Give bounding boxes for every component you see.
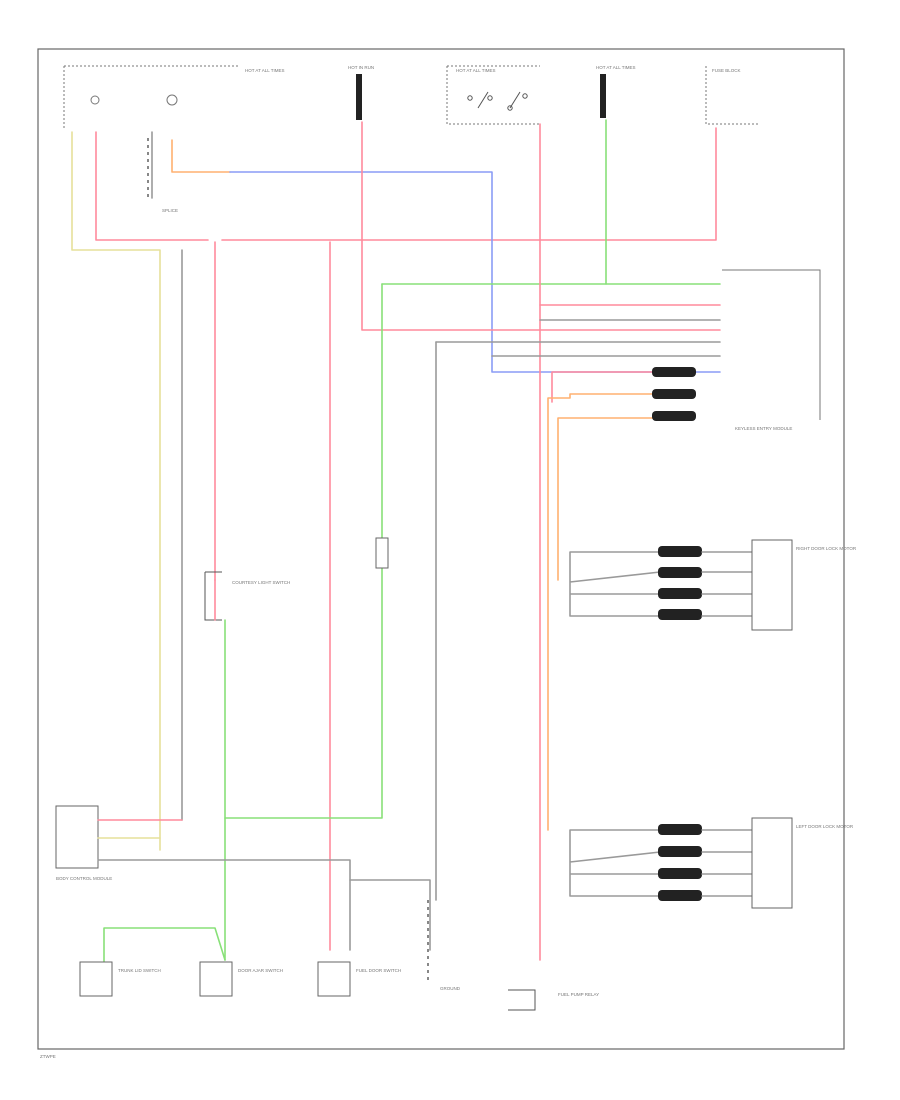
connector-module-2	[652, 389, 696, 399]
green-wire-diode	[375, 537, 389, 569]
wire-green-bottom-loop	[103, 927, 226, 963]
wire-red-bus	[221, 127, 717, 241]
courtesy-light-switch: COURTESY LIGHT SWITCH	[204, 571, 290, 961]
wire-green-down	[224, 283, 383, 819]
wire-orange-conn3	[557, 417, 661, 581]
corner-label: ZTWPE	[40, 1054, 56, 1059]
keyless-entry-module: KEYLESS ENTRY MODULE	[722, 269, 821, 431]
label-door-ajar-switch-left: DOOR AJAR SWITCH	[238, 968, 283, 973]
label-hot-at-all-times-center: HOT AT ALL TIMES	[456, 68, 496, 73]
label-fuel-pump-relay: FUEL PUMP RELAY	[558, 992, 599, 997]
ignition-switch: HOT AT ALL TIMES	[446, 65, 540, 125]
label-splice: SPLICE	[162, 208, 178, 213]
fuse-box-right: HOT AT ALL TIMES	[596, 65, 636, 118]
trunk-lid-switch: TRUNK LID SWITCH	[79, 961, 161, 997]
left-door-lock-motor: LEFT DOOR LOCK MOTOR	[569, 817, 854, 909]
door-ajar-switch-left: DOOR AJAR SWITCH	[199, 961, 283, 997]
fuel-door-switch: FUEL DOOR SWITCH	[317, 961, 401, 997]
fuse-box-hot-in-run: HOT IN RUN	[348, 65, 374, 120]
body-control-module: BODY CONTROL MODULE	[55, 805, 431, 951]
label-hot-in-run: HOT IN RUN	[348, 65, 374, 70]
label-hot-at-all-times-left: HOT AT ALL TIMES	[245, 68, 285, 73]
label-courtesy-switch: COURTESY LIGHT SWITCH	[232, 580, 290, 585]
label-trunk-lid-switch: TRUNK LID SWITCH	[118, 968, 161, 973]
wire-orange-top	[171, 139, 231, 173]
wire-red-hot-in-run	[361, 121, 721, 331]
label-hot-at-all-times-right: HOT AT ALL TIMES	[596, 65, 636, 70]
connector-module-3	[652, 411, 696, 421]
label-left-door-lock-motor: LEFT DOOR LOCK MOTOR	[796, 824, 854, 829]
label-fuel-door-switch: FUEL DOOR SWITCH	[356, 968, 401, 973]
label-right-door-lock-motor: RIGHT DOOR LOCK MOTOR	[796, 546, 857, 551]
connector-module-1	[652, 367, 696, 377]
ground: GROUND	[427, 900, 461, 991]
wire-red-conn1	[551, 371, 661, 403]
wire-orange-conn2	[547, 393, 661, 831]
label-fuse-block: FUSE BLOCK	[712, 68, 741, 73]
fuse-box-left: HOT AT ALL TIMES SPLICE	[63, 65, 285, 213]
fuel-pump-relay: FUEL PUMP RELAY	[508, 989, 599, 1011]
wire-yellow-left	[71, 131, 161, 851]
label-body-control-module: BODY CONTROL MODULE	[56, 876, 112, 881]
right-door-lock-motor: RIGHT DOOR LOCK MOTOR	[569, 539, 857, 631]
diagram-frame	[37, 48, 845, 1050]
fuse-block: FUSE BLOCK	[705, 66, 760, 125]
wire-red-left-top	[95, 131, 209, 241]
label-ground: GROUND	[440, 986, 461, 991]
label-keyless-module: KEYLESS ENTRY MODULE	[735, 426, 792, 431]
